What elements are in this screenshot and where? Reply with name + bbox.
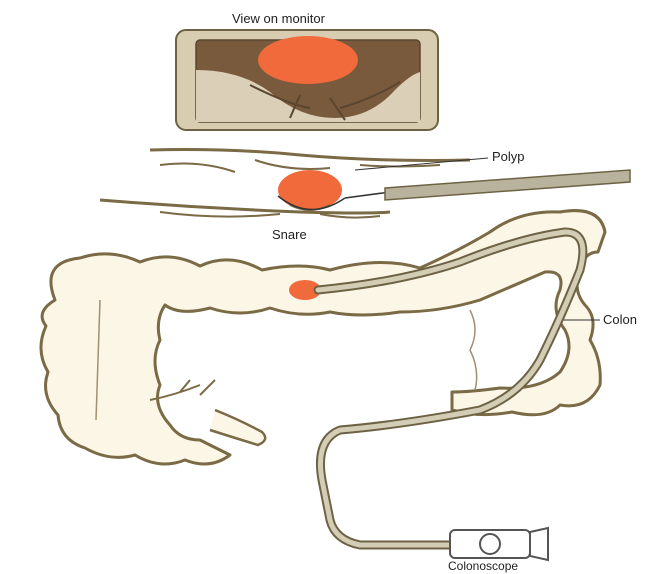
colon-outline	[41, 211, 605, 464]
monitor-title: View on monitor	[232, 12, 325, 25]
polyp-label: Polyp	[492, 150, 525, 163]
colon-label: Colon	[603, 313, 637, 326]
snare-wire	[345, 192, 390, 198]
monitor-polyp	[258, 36, 358, 84]
appendix	[210, 410, 265, 445]
colon	[41, 211, 605, 464]
closeup-bottom-wall	[100, 200, 390, 213]
monitor-view	[176, 30, 438, 130]
polyp-closeup	[100, 150, 630, 218]
colonoscope-eyepiece	[480, 534, 500, 554]
closeup-polyp	[278, 170, 342, 210]
snare-label: Snare	[272, 228, 307, 241]
snare-scope-tube	[385, 170, 630, 200]
closeup-top-wall	[150, 150, 470, 161]
colonoscope-label: Colonoscope	[448, 560, 518, 572]
